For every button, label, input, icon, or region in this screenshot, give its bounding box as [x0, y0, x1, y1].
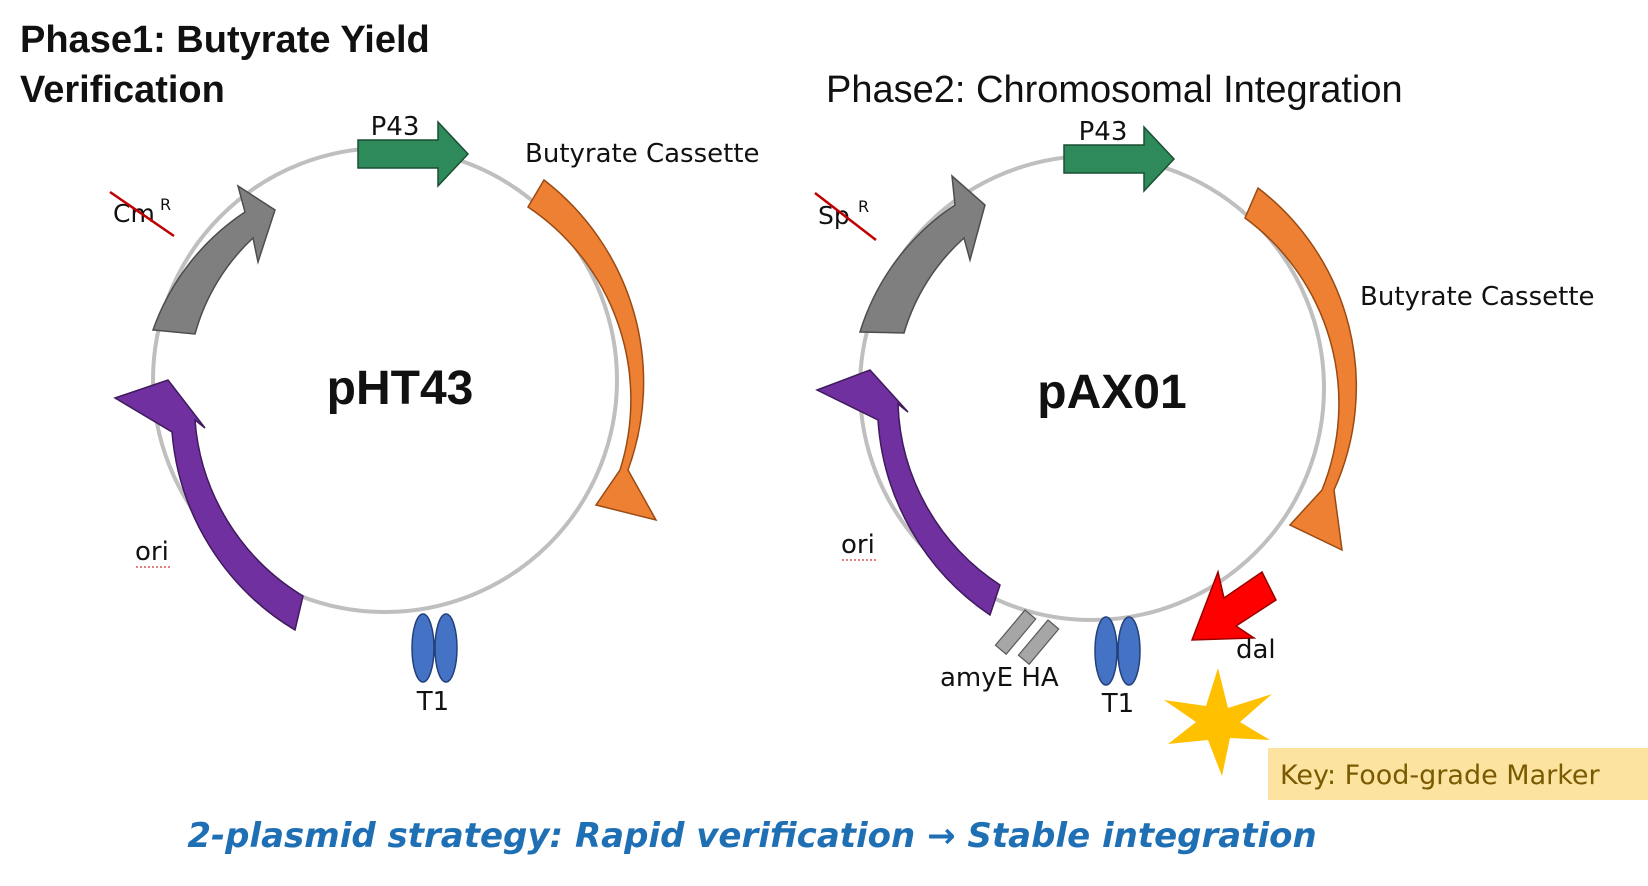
phase2-homology-arm-icon — [994, 609, 1060, 666]
key-box: Key: Food-grade Marker — [1268, 748, 1648, 800]
phase2-marker-superscript: R — [858, 197, 869, 216]
phase1-promoter-arrow — [357, 120, 470, 188]
phase1-terminator-icon — [411, 613, 458, 683]
phase1-panel: Phase1: Butyrate Yield Verification P43 … — [20, 19, 760, 717]
phase2-ori-label: ori — [841, 530, 875, 560]
phase2-dal-arrow — [1190, 569, 1277, 641]
phase2-star-icon — [1164, 668, 1272, 776]
strategy-caption: 2-plasmid strategy: Rapid verification →… — [187, 816, 1316, 856]
phase2-marker-arrow — [858, 174, 986, 334]
phase1-marker-arrow — [151, 184, 276, 335]
phase2-terminator-label: T1 — [1101, 689, 1134, 719]
phase2-marker-strike — [814, 192, 877, 241]
phase1-title-line1: Phase1: Butyrate Yield — [20, 19, 430, 61]
phase2-homology-arm-label: amyE HA — [940, 663, 1059, 693]
phase2-title: Phase2: Chromosomal Integration — [826, 69, 1403, 111]
phase2-cassette-label: Butyrate Cassette — [1360, 282, 1595, 312]
phase1-ori-label: ori — [135, 537, 169, 567]
phase1-cassette-label: Butyrate Cassette — [525, 139, 760, 169]
phase2-panel: Phase2: Chromosomal Integration P43 Buty… — [814, 69, 1595, 776]
phase1-ori-arrow — [113, 379, 304, 632]
phase1-plasmid-name: pHT43 — [327, 362, 474, 415]
phase2-ori-arrow — [815, 369, 1001, 617]
key-background — [1268, 748, 1648, 800]
phase2-terminator-icon — [1094, 616, 1141, 686]
phase2-dal-label: dal — [1236, 635, 1276, 665]
phase2-plasmid-name: pAX01 — [1037, 366, 1186, 419]
phase2-cassette-arrow — [1244, 186, 1358, 552]
phase1-cassette-arrow — [526, 178, 658, 522]
key-label: Key: Food-grade Marker — [1280, 760, 1600, 791]
phase1-title-line2: Verification — [20, 69, 225, 111]
phase1-marker-superscript: R — [160, 195, 171, 214]
phase2-promoter-arrow — [1063, 125, 1176, 193]
phase1-marker-strike — [109, 190, 175, 238]
phase2-promoter-label: P43 — [1079, 117, 1128, 147]
phase1-marker-label: Cm — [113, 199, 155, 228]
phase1-terminator-label: T1 — [416, 687, 449, 717]
phase1-promoter-label: P43 — [371, 112, 420, 142]
